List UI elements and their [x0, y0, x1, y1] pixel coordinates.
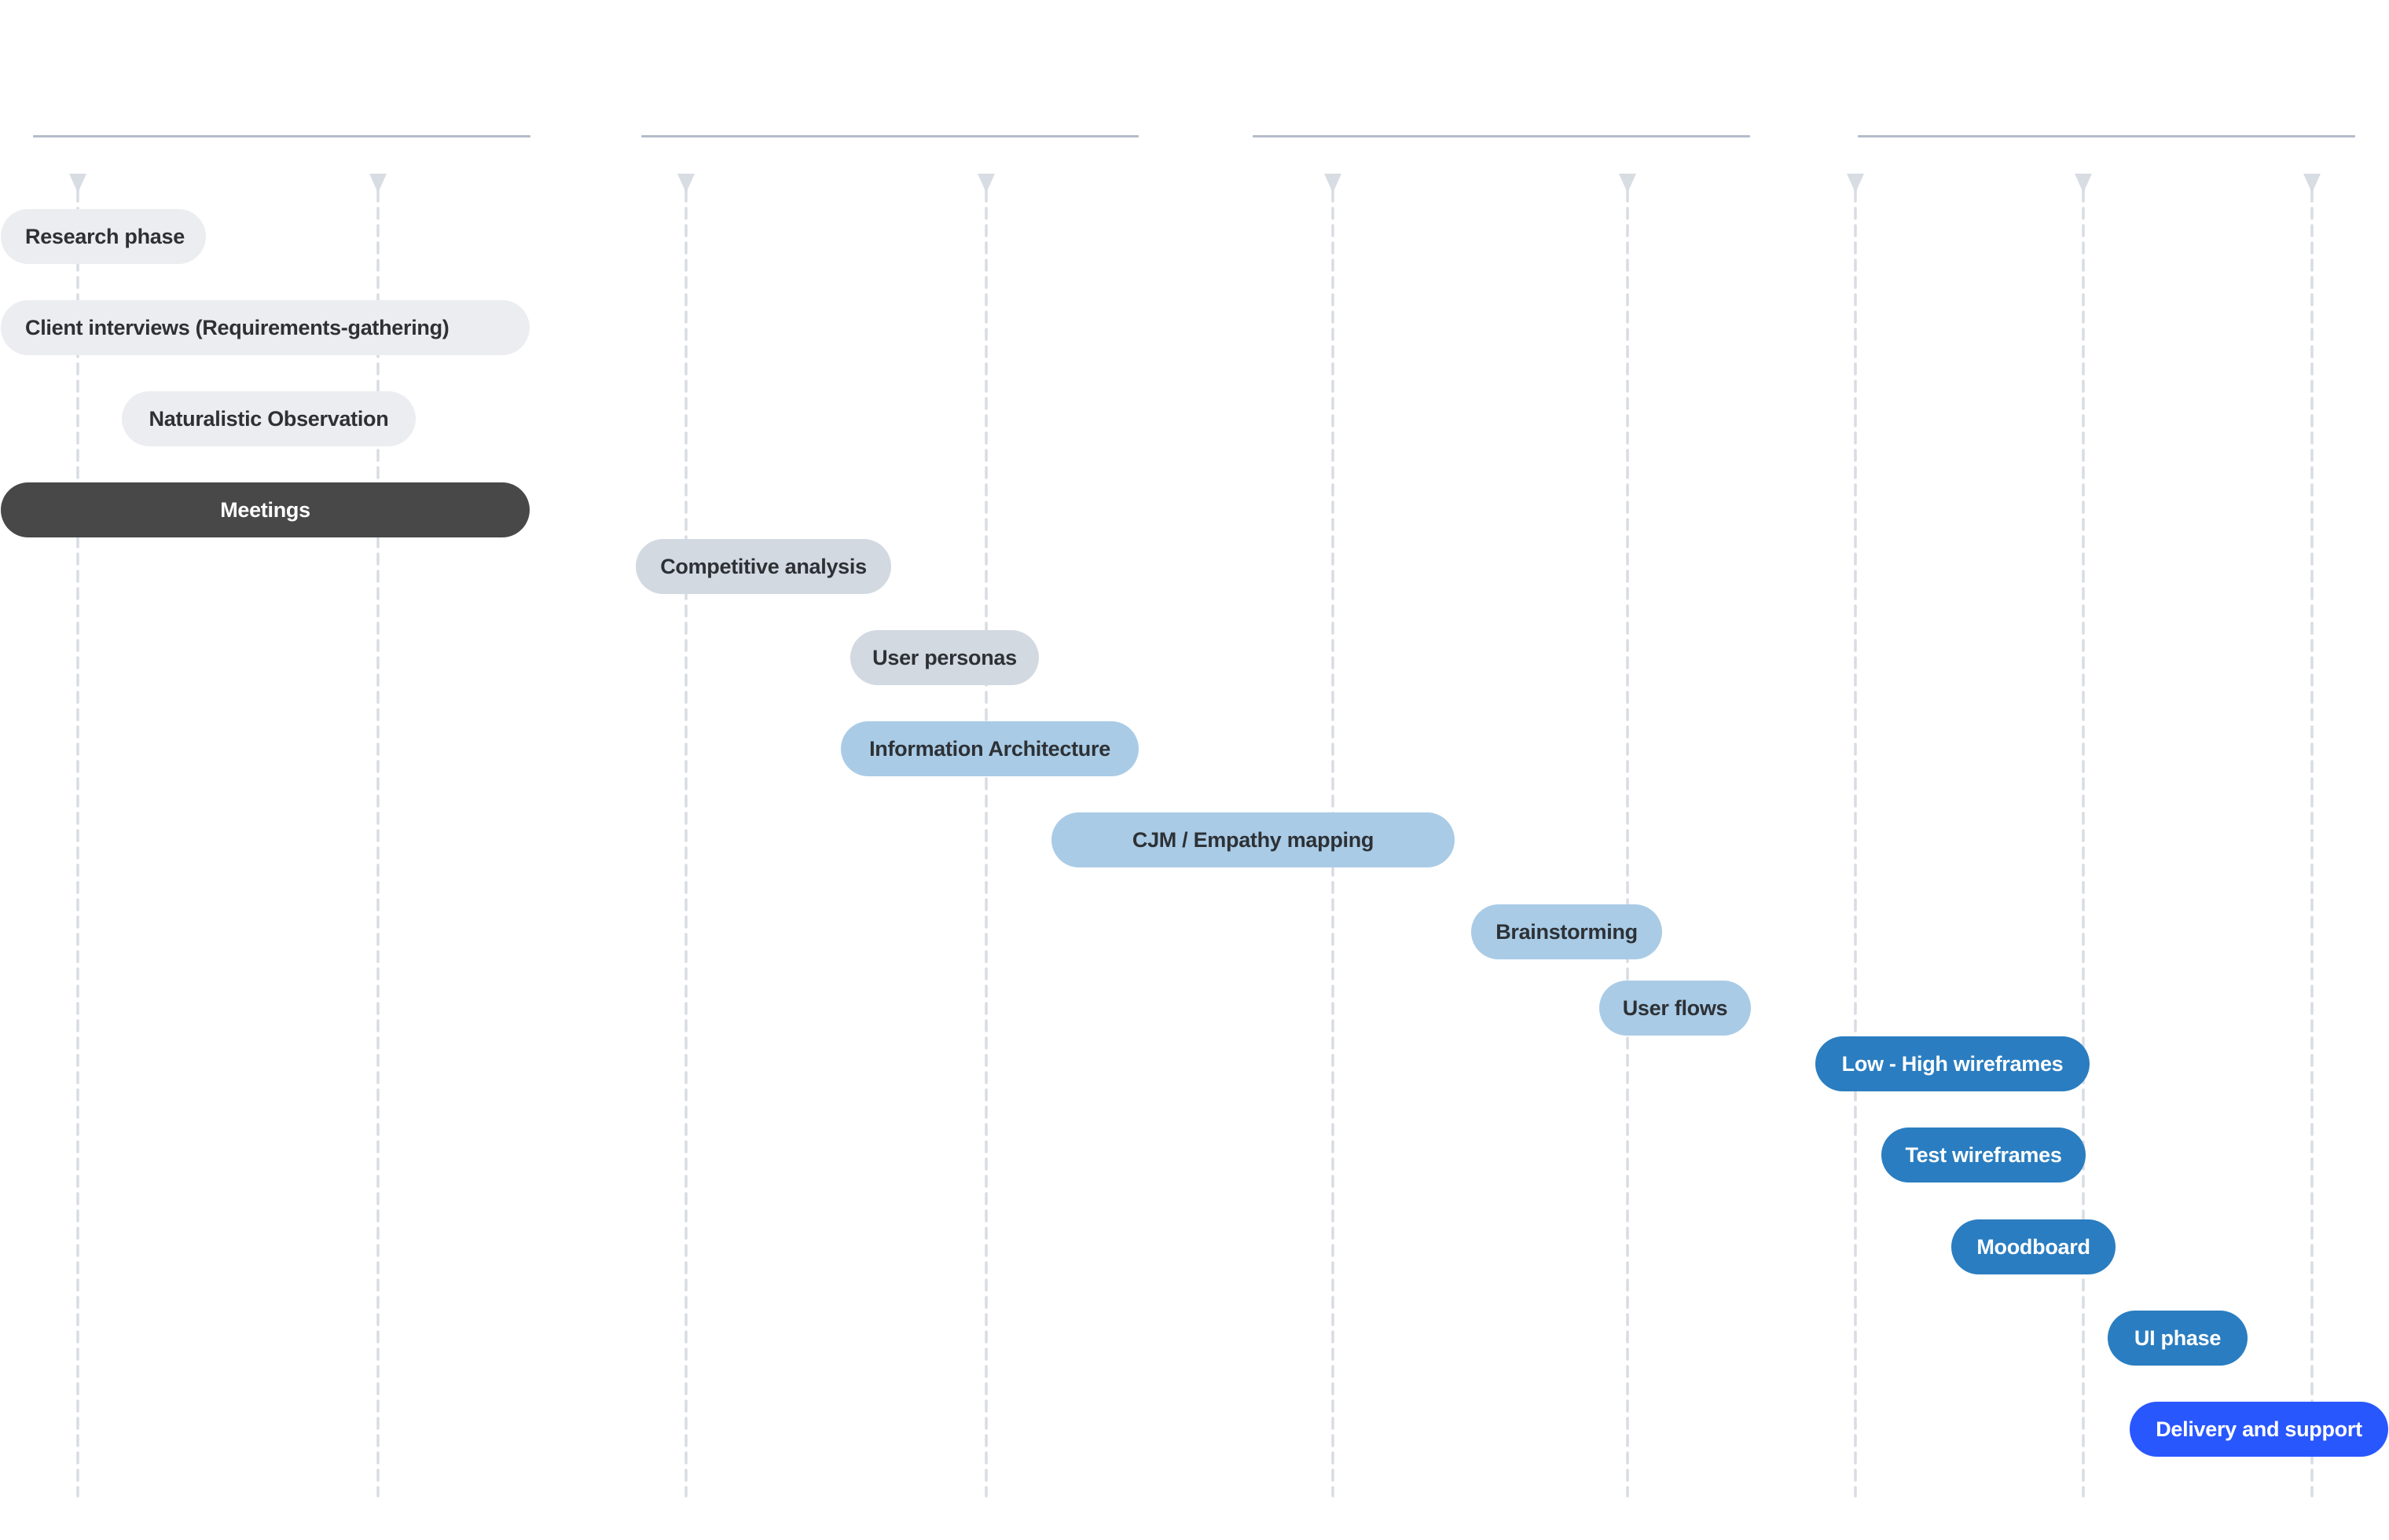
- task-label: User personas: [872, 645, 1017, 669]
- task-research-phase[interactable]: Research phase: [1, 209, 206, 264]
- milestone-marker: [1846, 174, 1865, 1502]
- milestone-guide: [2303, 174, 2321, 1498]
- task-naturalistic-observation[interactable]: Naturalistic Observation: [122, 391, 416, 446]
- task-label: Competitive analysis: [660, 554, 867, 578]
- task-label: Naturalistic Observation: [149, 406, 389, 431]
- task-moodboard[interactable]: Moodboard: [1951, 1219, 2116, 1274]
- triangle-marker-icon: [69, 174, 86, 191]
- milestone-guide: [1324, 174, 1341, 1498]
- task-label: Meetings: [220, 497, 310, 522]
- task-client-interviews[interactable]: Client interviews (Requirements-gatherin…: [1, 300, 530, 355]
- task-label: UI phase: [2134, 1326, 2222, 1350]
- triangle-marker-icon: [369, 174, 387, 191]
- milestone-marker: [369, 174, 387, 1502]
- triangle-marker-icon: [1324, 174, 1341, 191]
- task-meetings[interactable]: Meetings: [1, 482, 530, 537]
- task-label: Test wireframes: [1905, 1142, 2062, 1167]
- task-information-architecture[interactable]: Information Architecture: [841, 721, 1139, 776]
- triangle-marker-icon: [2075, 174, 2092, 191]
- task-label: Delivery and support: [2156, 1417, 2362, 1441]
- task-low-high-wireframes[interactable]: Low - High wireframes: [1815, 1036, 2090, 1091]
- milestone-marker: [2074, 174, 2093, 1502]
- triangle-marker-icon: [2303, 174, 2321, 191]
- triangle-marker-icon: [1847, 174, 1864, 191]
- task-label: Information Architecture: [869, 736, 1110, 761]
- milestone-marker: [977, 174, 996, 1502]
- task-delivery-and-support[interactable]: Delivery and support: [2130, 1402, 2388, 1457]
- milestone-marker: [677, 174, 695, 1502]
- task-ui-phase[interactable]: UI phase: [2108, 1311, 2248, 1366]
- task-label: User flows: [1622, 996, 1728, 1020]
- task-label: Brainstorming: [1495, 919, 1638, 944]
- milestone-marker: [68, 174, 87, 1502]
- task-user-personas[interactable]: User personas: [850, 630, 1039, 685]
- milestone-guide: [1619, 174, 1636, 1498]
- task-cjm-empathy-mapping[interactable]: CJM / Empathy mapping: [1051, 812, 1455, 867]
- triangle-marker-icon: [677, 174, 695, 191]
- milestone-marker: [1618, 174, 1637, 1502]
- phase-2-line: [641, 135, 1139, 138]
- phase-3-line: [1253, 135, 1750, 138]
- triangle-marker-icon: [978, 174, 995, 191]
- milestone-guide: [69, 174, 86, 1498]
- task-label: Research phase: [25, 224, 185, 248]
- phase-1-line: [33, 135, 530, 138]
- milestone-guide: [1847, 174, 1864, 1498]
- milestone-guide: [369, 174, 387, 1498]
- triangle-marker-icon: [1619, 174, 1636, 191]
- phase-4-line: [1858, 135, 2355, 138]
- task-label: Client interviews (Requirements-gatherin…: [25, 315, 450, 339]
- milestone-guide: [677, 174, 695, 1498]
- milestone-guide: [2075, 174, 2092, 1498]
- task-label: CJM / Empathy mapping: [1132, 827, 1374, 852]
- task-label: Low - High wireframes: [1841, 1051, 2064, 1076]
- milestone-marker: [1323, 174, 1342, 1502]
- milestone-guide: [978, 174, 995, 1498]
- task-brainstorming[interactable]: Brainstorming: [1471, 904, 1662, 959]
- task-test-wireframes[interactable]: Test wireframes: [1881, 1128, 2086, 1182]
- task-user-flows[interactable]: User flows: [1599, 981, 1751, 1036]
- milestone-marker: [2303, 174, 2321, 1502]
- task-label: Moodboard: [1976, 1234, 2090, 1259]
- task-competitive-analysis[interactable]: Competitive analysis: [636, 539, 891, 594]
